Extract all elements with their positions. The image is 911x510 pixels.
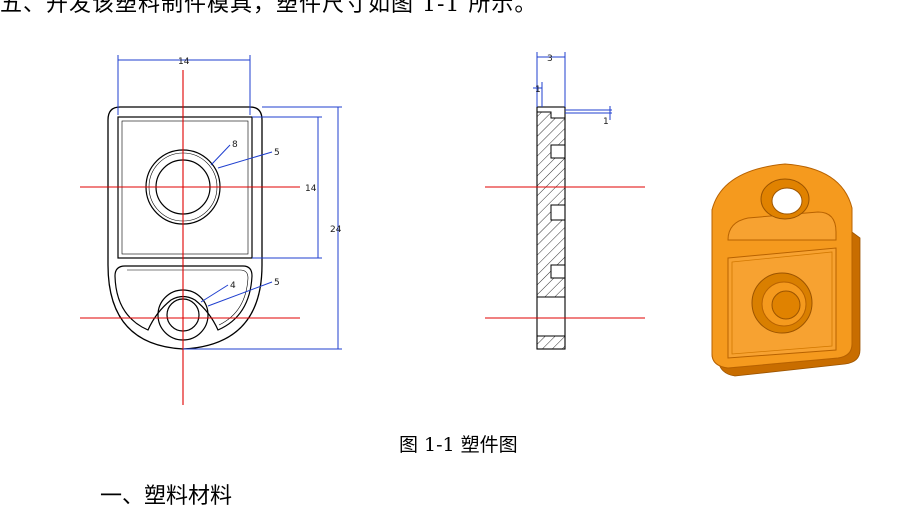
footer-text: 一、塑料材料 <box>100 484 233 509</box>
figure-caption: 图 1-1 塑件图 <box>399 434 518 456</box>
part-drawing: 14 14 24 8 5 4 5 3 1 1 <box>80 52 861 405</box>
side-view: 3 1 1 <box>485 52 645 350</box>
part-3d-render <box>711 163 861 377</box>
front-view: 14 14 24 8 5 4 5 <box>80 55 342 405</box>
front-lower-pocket <box>114 265 253 331</box>
dim-side-step: 1 <box>535 85 541 95</box>
dim-side-width: 3 <box>547 54 553 64</box>
front-outer-outline <box>107 106 263 350</box>
dim-front-inner-height: 14 <box>305 184 317 194</box>
dim-front-width: 14 <box>178 57 190 67</box>
header-text: 五、开发该塑料制件模具，塑件尺寸如图 1-1 所示。 <box>0 0 538 17</box>
dim-side-lip: 1 <box>603 117 609 127</box>
dim-hole-top-large: 5 <box>274 148 280 158</box>
dim-hole-bottom-small: 4 <box>230 281 236 291</box>
dim-front-total-height: 24 <box>330 225 342 235</box>
dim-hole-bottom-large: 5 <box>274 278 280 288</box>
dim-hole-top-small: 8 <box>232 140 238 150</box>
